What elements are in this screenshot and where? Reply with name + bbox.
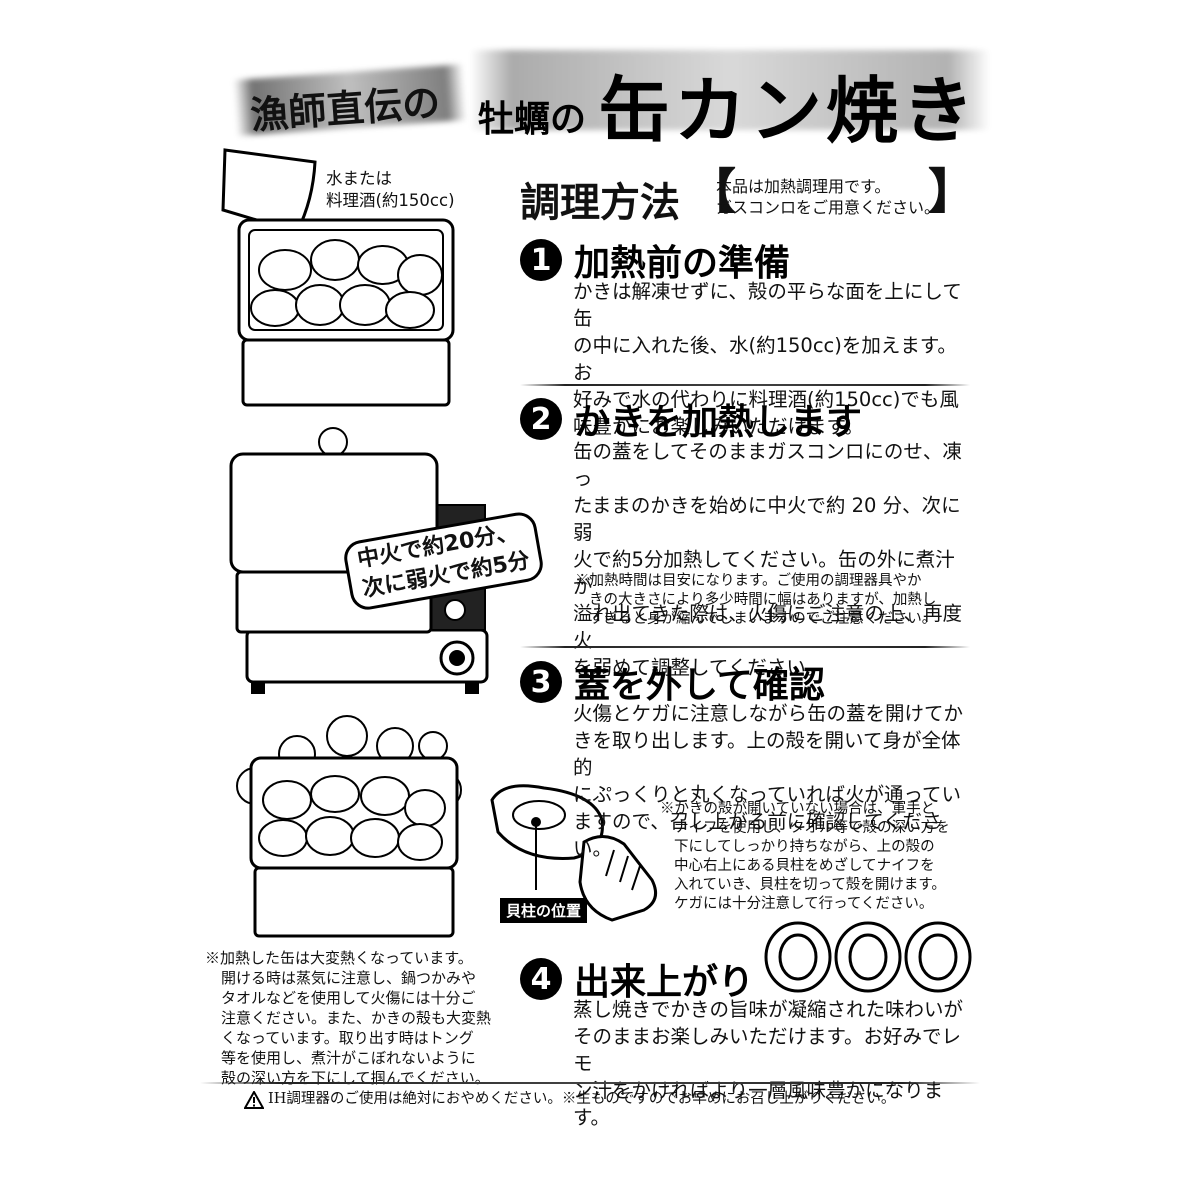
divider [520, 384, 970, 386]
footer-divider [200, 1082, 980, 1084]
step-4-body: 蒸し焼きでかきの旨味が凝縮された味わいが そのままお楽しみいただけます。お好みで… [573, 998, 964, 1129]
divider [520, 646, 970, 648]
step-number: 1 [520, 239, 562, 281]
oyster-shell-icon [490, 784, 604, 860]
step-3: 3 蓋を外して確認 [520, 656, 825, 708]
step-2: 2 かきを加熱します [520, 393, 862, 445]
step-number: 2 [520, 398, 562, 440]
illustration-open-can [236, 715, 462, 938]
step-2-body: 缶の蓋をしてそのままガスコンロにのせ、凍っ たままのかきを始めに中火で約 20 … [573, 440, 963, 679]
oysters-icon [258, 775, 446, 861]
step-4: 4 出来上がり [520, 953, 754, 1005]
glove-hand-icon [578, 835, 658, 922]
oyster-icon [764, 921, 972, 993]
step-title: 出来上がり [574, 962, 755, 1003]
adductor-label: 貝柱の位置 [500, 898, 588, 923]
subtitle: 漁師直伝の [248, 79, 442, 138]
title-brush [470, 50, 990, 130]
water-label: 水または 料理酒(約150cc) [326, 169, 455, 210]
bracket-note: 本品は加熱調理用です。 ガスコンロをご用意ください。 [716, 177, 941, 217]
warning-icon [244, 1090, 264, 1109]
footer: IH調理器のご使用は絶対におやめください。※生ものですのでお早めにお召し上がりく… [244, 1090, 895, 1109]
step-number: 3 [520, 661, 562, 703]
step-1-body: かきは解凍せずに、殻の平らな面を上にして缶 の中に入れた後、水(約150cc)を… [573, 280, 962, 438]
step-title: かきを加熱します [574, 402, 863, 443]
bracket-close: 】 [928, 164, 977, 220]
step-title: 蓋を外して確認 [574, 665, 825, 706]
oysters-icon [250, 239, 443, 329]
step-1: 1 加熱前の準備 [520, 234, 790, 286]
cooking-heading: 調理方法 [520, 180, 680, 226]
step-number: 4 [520, 958, 562, 1000]
step-3-note: ※かきの殻が開いていない場合は、軍手と ナイフを使用し、タオル等で殻の深い方を … [660, 801, 950, 912]
footer-warning: IH調理器のご使用は絶対におやめください。※生ものですのでお早めにお召し上がりく… [268, 1091, 896, 1107]
illustration-hand-oyster [490, 784, 658, 922]
title-small: 牡蠣の [478, 99, 587, 140]
illustration-finished-oysters [764, 921, 972, 993]
illustration-pour-water [221, 148, 455, 407]
step-3-body: 火傷とケガに注意しながら缶の蓋を開けてか きを取り出します。上の殻を開いて身が全… [573, 702, 964, 860]
left-caution-note: ※加熱した缶は大変熱くなっています。 開ける時は蒸気に注意し、鍋つかみや タオル… [205, 949, 492, 1087]
bracket-open: 【 [688, 164, 737, 220]
step-title: 加熱前の準備 [574, 243, 791, 284]
step-2-note: ※加熱時間は目安になります。ご使用の調理器具やか きの大きさにより多少時間に幅は… [575, 573, 937, 627]
page-title: 缶カン焼き [598, 69, 979, 153]
